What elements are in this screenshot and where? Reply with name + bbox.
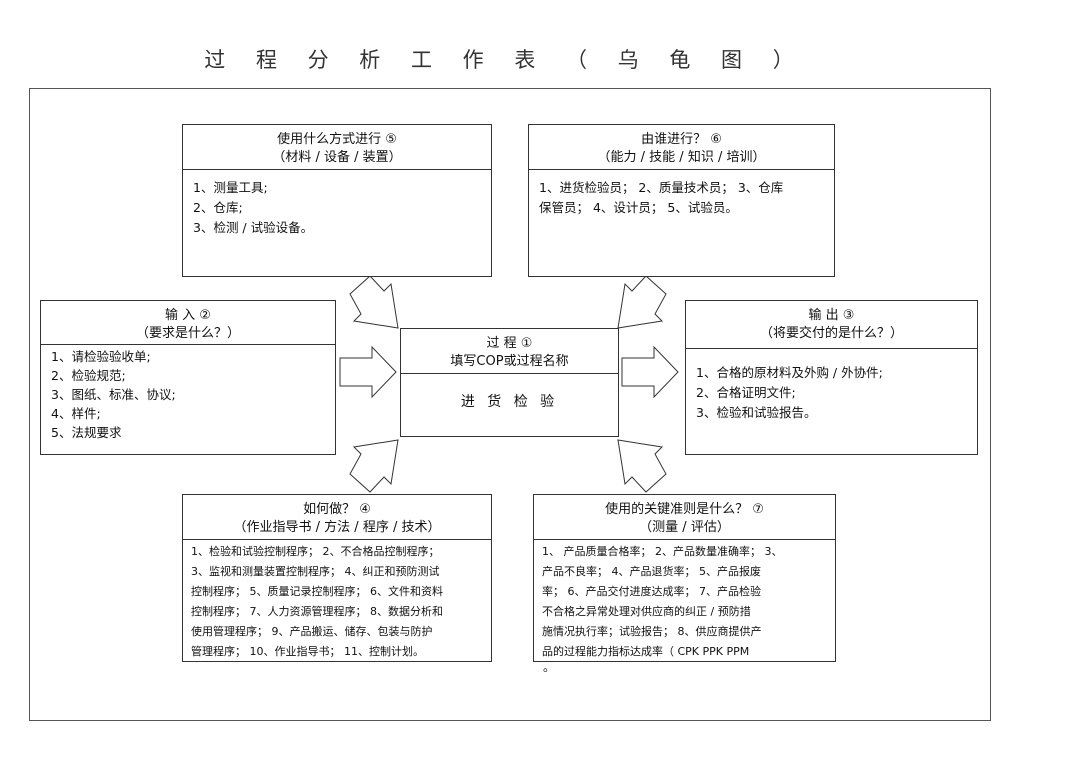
criteria-tail: 。: [543, 660, 556, 674]
list-item: 使用管理程序； 9、产品搬运、储存、包装与防护: [191, 625, 433, 638]
box-method-title: 如何做？ ④: [303, 502, 371, 517]
box-input: 输 入 ② （要求是什么？） 1、请检验验收单; 2、检验规范; 3、图纸、标准…: [40, 300, 336, 455]
box-output-title: 输 出 ③: [808, 308, 855, 323]
list-item: 2、合格证明文件;: [696, 385, 796, 400]
list-item: 2、检验规范;: [51, 368, 126, 383]
box-process: 过 程 ① 填写COP或过程名称 进 货 检 验: [400, 328, 619, 437]
box-resources: 使用什么方式进行 ⑤ （材料 / 设备 / 装置） 1、测量工具; 2、仓库; …: [182, 124, 492, 277]
list-item: 保管员； 4、设计员； 5、试验员。: [539, 200, 738, 215]
list-item: 1、进货检验员； 2、质量技术员； 3、仓库: [539, 180, 784, 195]
list-item: 3、检验和试验报告。: [696, 405, 817, 420]
list-item: 控制程序； 5、质量记录控制程序； 6、文件和资料: [191, 585, 443, 598]
list-item: 管理程序； 10、作业指导书； 11、控制计划。: [191, 645, 424, 658]
box-who-subtitle: （能力 / 技能 / 知识 / 培训）: [597, 150, 766, 165]
list-item: 4、样件;: [51, 406, 101, 421]
arrow-process-to-output: [621, 345, 679, 399]
list-item: 2、仓库;: [193, 200, 243, 215]
list-item: 不合格之异常处理对供应商的纠正 / 预防措: [542, 605, 751, 618]
list-item: 品的过程能力指标达成率（ CPK PPK PPM: [542, 645, 750, 658]
box-process-subtitle: 填写COP或过程名称: [450, 354, 569, 369]
list-item: 1、检验和试验控制程序； 2、不合格品控制程序；: [191, 545, 440, 558]
box-criteria-title: 使用的关键准则是什么？ ⑦: [605, 502, 764, 517]
box-resources-subtitle: （材料 / 设备 / 装置）: [272, 150, 402, 165]
box-input-title: 输 入 ②: [165, 308, 211, 323]
list-item: 3、图纸、标准、协议;: [51, 387, 176, 402]
box-criteria-head: 使用的关键准则是什么？ ⑦ （测量 / 评估）: [534, 495, 835, 540]
box-input-head: 输 入 ② （要求是什么？）: [41, 301, 335, 345]
box-method-subtitle: （作业指导书 / 方法 / 程序 / 技术）: [233, 520, 441, 535]
list-item: 5、法规要求: [51, 425, 122, 440]
diagram-frame: [29, 88, 991, 721]
box-output-head: 输 出 ③ （将要交付的是什么？）: [686, 301, 977, 349]
arrow-input-to-process: [339, 345, 397, 399]
box-criteria-subtitle: （测量 / 评估）: [639, 520, 730, 535]
box-who: 由谁进行？ ⑥ （能力 / 技能 / 知识 / 培训） 1、进货检验员； 2、质…: [528, 124, 835, 277]
list-item: 率； 6、产品交付进度达成率； 7、产品检验: [542, 585, 761, 598]
box-resources-title: 使用什么方式进行 ⑤: [277, 132, 397, 147]
list-item: 施情况执行率；试验报告； 8、供应商提供产: [542, 625, 762, 638]
arrow-resources-to-process: [349, 275, 399, 329]
list-item: 3、监视和测量装置控制程序； 4、纠正和预防测试: [191, 565, 440, 578]
box-who-body: 1、进货检验员； 2、质量技术员； 3、仓库 保管员； 4、设计员； 5、试验员…: [529, 170, 834, 218]
arrow-criteria-to-process: [617, 439, 667, 493]
box-method-body: 1、检验和试验控制程序； 2、不合格品控制程序； 3、监视和测量装置控制程序； …: [183, 540, 491, 662]
arrow-method-to-process: [349, 439, 399, 493]
arrow-who-to-process: [617, 275, 667, 329]
box-output: 输 出 ③ （将要交付的是什么？） 1、合格的原材料及外购 / 外协件; 2、合…: [685, 300, 978, 455]
page-title: 过 程 分 析 工 作 表 （ 乌 龟 图 ）: [204, 48, 806, 72]
box-process-title: 过 程 ①: [486, 336, 533, 351]
box-process-head: 过 程 ① 填写COP或过程名称: [401, 329, 618, 374]
list-item: 3、检测 / 试验设备。: [193, 220, 314, 235]
list-item: 1、请检验验收单;: [51, 349, 151, 364]
box-who-head: 由谁进行？ ⑥ （能力 / 技能 / 知识 / 培训）: [529, 125, 834, 170]
box-process-name: 进 货 检 验: [460, 394, 559, 410]
box-who-title: 由谁进行？ ⑥: [641, 132, 722, 147]
list-item: 1、合格的原材料及外购 / 外协件;: [696, 365, 883, 380]
box-method: 如何做？ ④ （作业指导书 / 方法 / 程序 / 技术） 1、检验和试验控制程…: [182, 494, 492, 662]
box-resources-body: 1、测量工具; 2、仓库; 3、检测 / 试验设备。: [183, 170, 491, 238]
box-resources-head: 使用什么方式进行 ⑤ （材料 / 设备 / 装置）: [183, 125, 491, 170]
list-item: 1、测量工具;: [193, 180, 268, 195]
box-output-subtitle: （将要交付的是什么？）: [759, 326, 903, 341]
box-criteria: 使用的关键准则是什么？ ⑦ （测量 / 评估） 1、 产品质量合格率； 2、产品…: [533, 494, 836, 662]
box-input-body: 1、请检验验收单; 2、检验规范; 3、图纸、标准、协议; 4、样件; 5、法规…: [41, 345, 335, 442]
box-input-subtitle: （要求是什么？）: [135, 326, 240, 341]
box-output-body: 1、合格的原材料及外购 / 外协件; 2、合格证明文件; 3、检验和试验报告。: [686, 349, 977, 423]
list-item: 产品不良率； 4、产品退货率； 5、产品报废: [542, 565, 761, 578]
list-item: 控制程序； 7、人力资源管理程序； 8、数据分析和: [191, 605, 443, 618]
list-item: 1、 产品质量合格率； 2、产品数量准确率； 3、: [542, 545, 783, 558]
box-method-head: 如何做？ ④ （作业指导书 / 方法 / 程序 / 技术）: [183, 495, 491, 540]
box-criteria-body: 1、 产品质量合格率； 2、产品数量准确率； 3、 产品不良率； 4、产品退货率…: [534, 540, 835, 662]
